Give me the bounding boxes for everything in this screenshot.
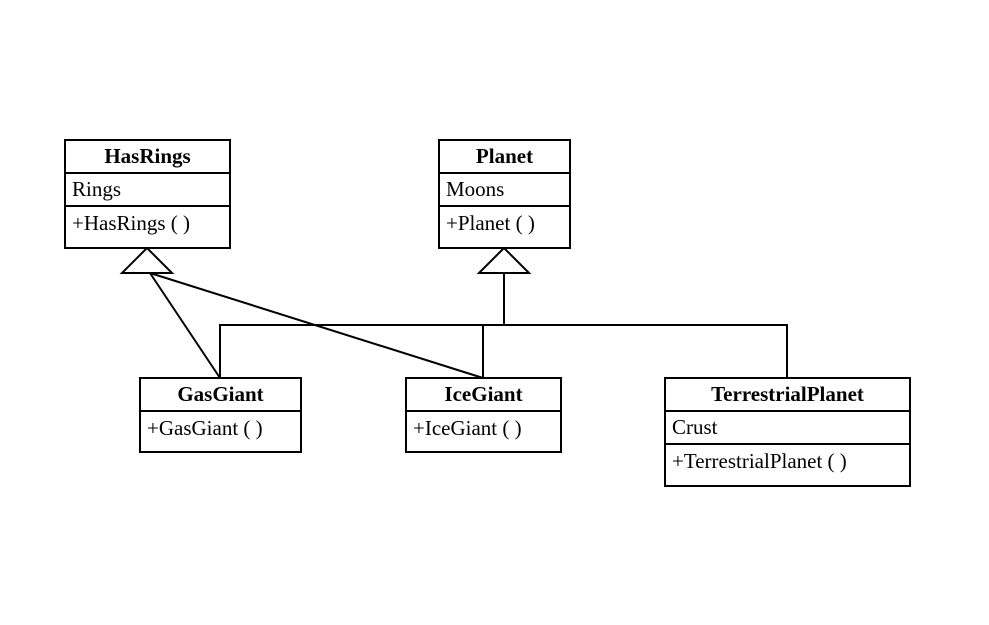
class-gasgiant[interactable]: GasGiant +GasGiant ( ) — [139, 377, 302, 453]
class-operation: +TerrestrialPlanet ( ) — [672, 449, 847, 473]
class-name: HasRings — [66, 141, 229, 174]
planet-generalization-arrow — [476, 246, 532, 274]
class-attribute: Moons — [440, 174, 569, 207]
hasrings-generalization-arrow — [119, 246, 175, 274]
class-operation: +Planet ( ) — [446, 211, 535, 235]
class-name: Planet — [440, 141, 569, 174]
class-icegiant[interactable]: IceGiant +IceGiant ( ) — [405, 377, 562, 453]
class-attribute: Crust — [666, 412, 909, 445]
class-attribute: Rings — [66, 174, 229, 207]
class-planet[interactable]: Planet Moons +Planet ( ) — [438, 139, 571, 249]
class-operation: +HasRings ( ) — [72, 211, 191, 235]
class-name: IceGiant — [407, 379, 560, 412]
class-terrestrialplanet[interactable]: TerrestrialPlanet Crust +TerrestrialPlan… — [664, 377, 911, 487]
class-operation: +GasGiant ( ) — [147, 416, 263, 440]
planet-bus-line — [219, 324, 788, 378]
gasgiant-to-hasrings-line — [149, 272, 221, 379]
class-name: GasGiant — [141, 379, 300, 412]
class-name: TerrestrialPlanet — [666, 379, 909, 412]
class-operation: +IceGiant ( ) — [413, 416, 522, 440]
class-hasrings[interactable]: HasRings Rings +HasRings ( ) — [64, 139, 231, 249]
